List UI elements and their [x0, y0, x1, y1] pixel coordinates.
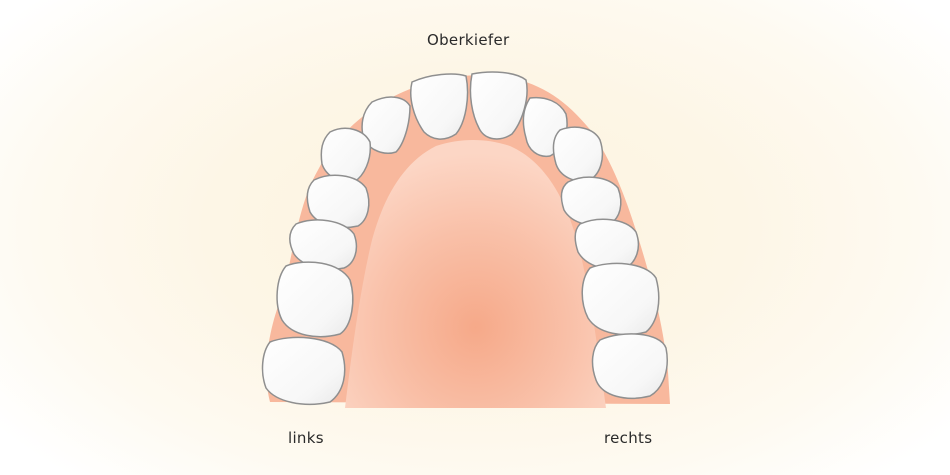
tooth-left-canine — [320, 127, 372, 184]
tooth-right-first-premolar — [560, 176, 622, 227]
tooth-left-second-premolar — [289, 219, 358, 270]
side-label-right: rechts — [604, 429, 653, 447]
palate — [345, 140, 606, 408]
tooth-left-first-premolar — [306, 174, 370, 229]
tooth-left-central-incisor — [410, 73, 469, 140]
tooth-right-second-molar — [591, 333, 668, 399]
teeth-right — [469, 71, 668, 399]
tooth-left-lateral-incisor — [361, 96, 411, 154]
tooth-left-second-molar — [261, 336, 346, 406]
diagram-title: Oberkiefer — [427, 31, 510, 49]
tooth-right-first-molar — [581, 262, 660, 336]
tooth-left-first-molar — [276, 261, 354, 338]
teeth — [261, 73, 469, 406]
side-label-left: links — [288, 429, 324, 447]
tooth-right-central-incisor — [469, 71, 528, 140]
tooth-right-canine — [552, 126, 604, 182]
